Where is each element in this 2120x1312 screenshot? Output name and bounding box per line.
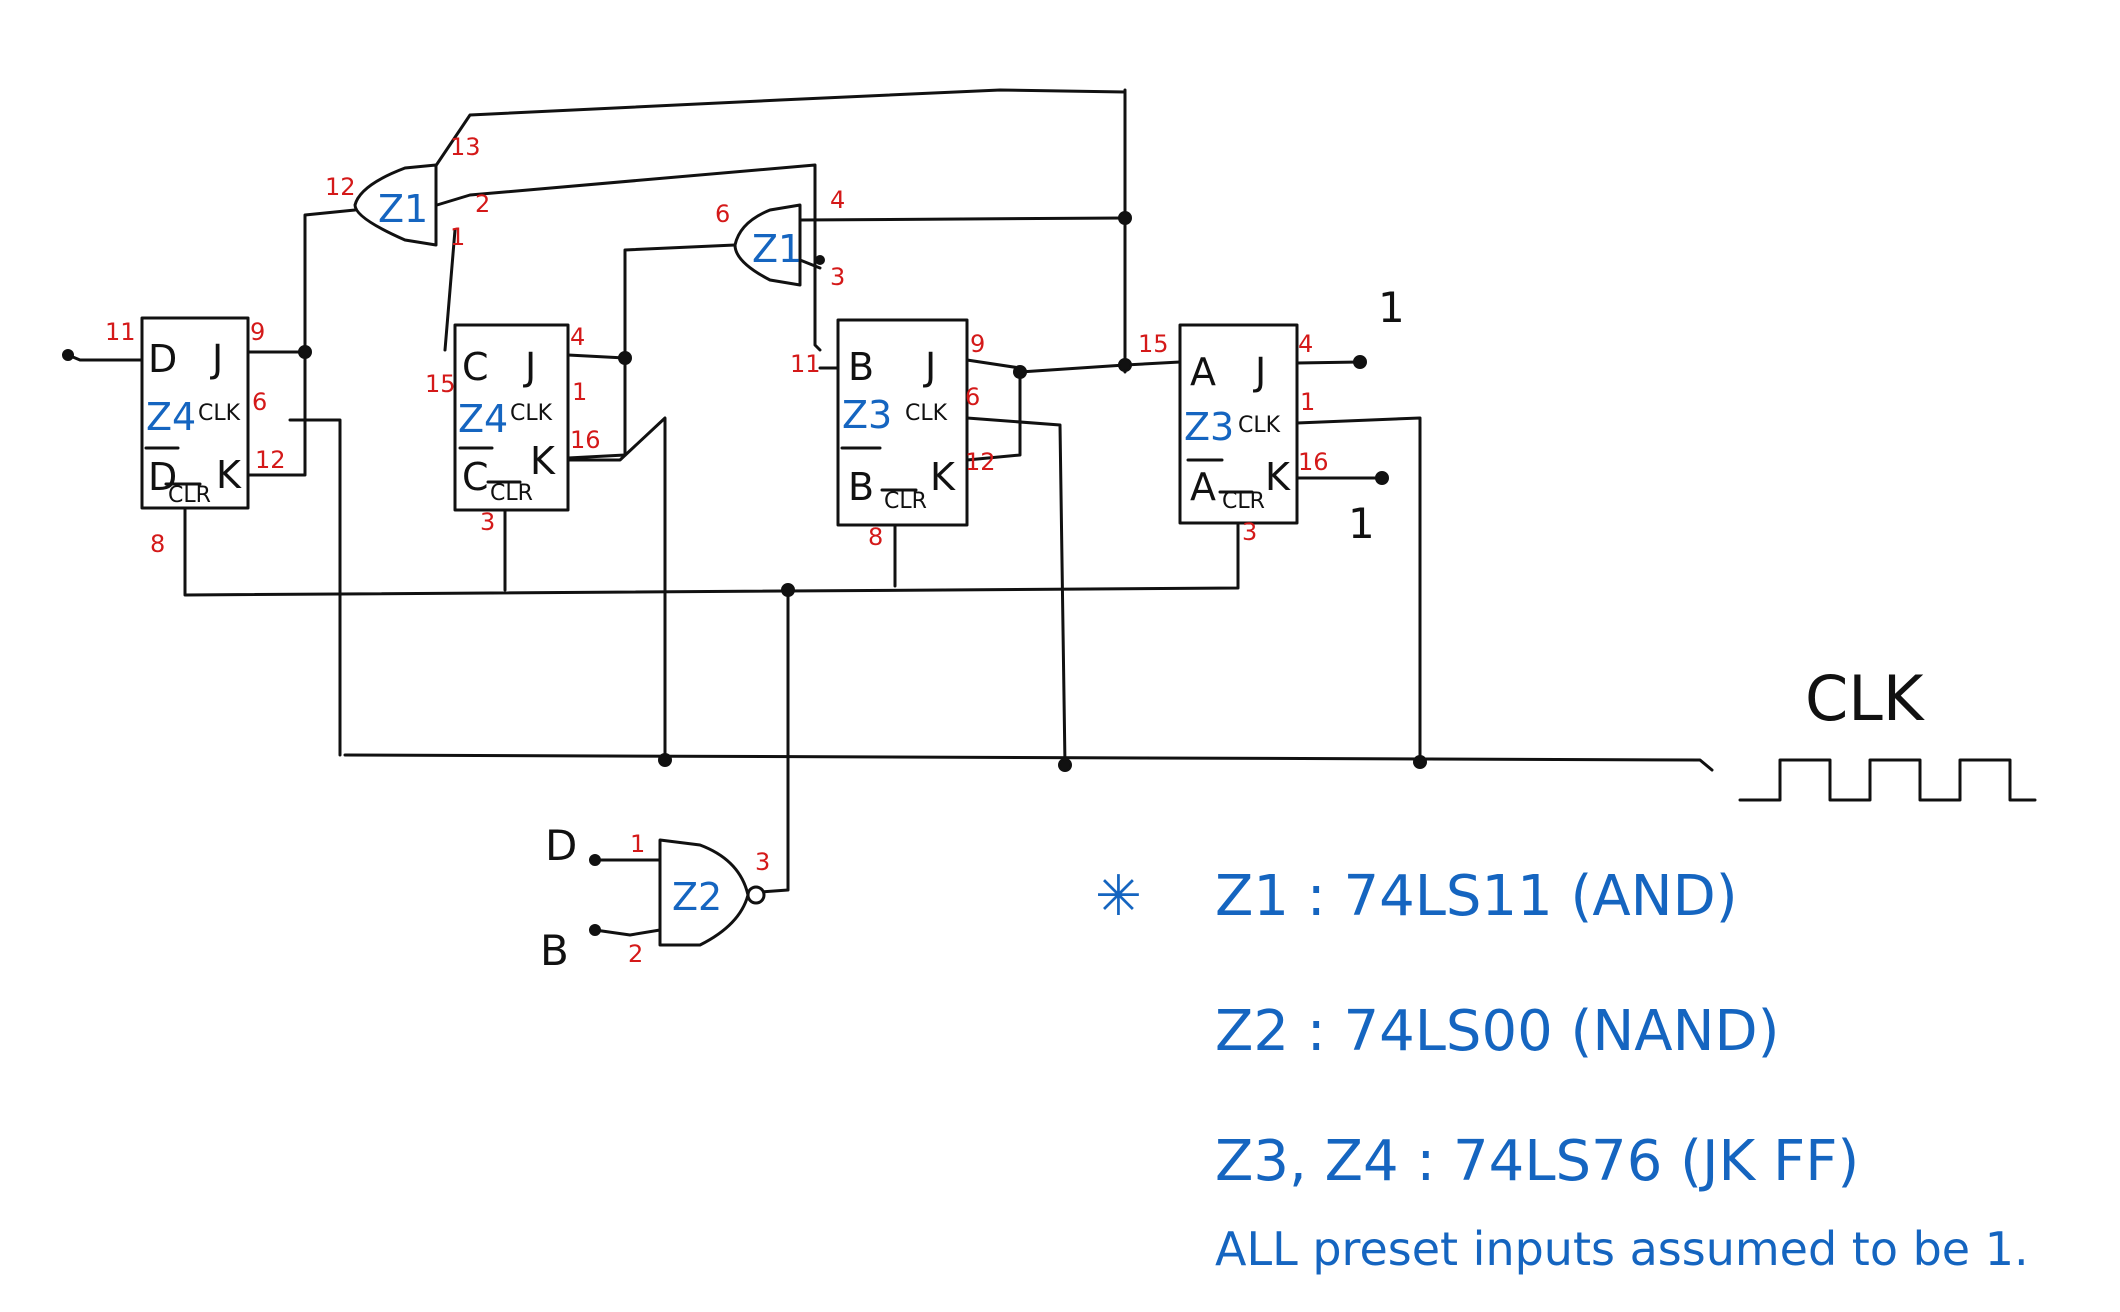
flip-flop-a: A J Z3 CLK A CLR K [1178,323,1299,525]
ff-c-chip-label: Z4 [458,397,508,441]
svg-text:15: 15 [1138,330,1169,358]
ff-b-chip-label: Z3 [842,393,892,437]
ff-c-q-label: C [462,345,489,389]
svg-text:6: 6 [965,383,980,411]
tie-high-j-label: 1 [1378,283,1405,332]
ff-d-j-label: J [210,337,223,381]
clock-waveform [1738,758,2037,802]
wires [66,88,1714,937]
and-gate-z1-mid: Z1 [733,203,802,287]
flip-flop-c: C J Z4 CLK C CLR K [453,323,570,512]
junction-nodes [62,211,1427,936]
ff-c-qbar-label: C [462,455,489,499]
ff-d-clk-label: CLK [198,401,241,426]
flip-flop-d: D J Z4 CLK D CLR K [140,316,250,510]
ff-d-clr-label: CLR [168,483,211,508]
svg-text:6: 6 [252,388,267,416]
svg-text:16: 16 [1298,448,1329,476]
nand-chip-label: Z2 [672,875,722,919]
note-line-z1: Z1 : 74LS11 (AND) [1215,864,1738,929]
svg-text:9: 9 [250,318,265,346]
and2-chip-label: Z1 [752,227,802,271]
notes-asterisk: ✳ [1095,864,1142,929]
ff-c-k-label: K [530,439,556,483]
svg-text:8: 8 [150,530,165,558]
svg-text:1: 1 [630,830,645,858]
svg-text:1: 1 [572,378,587,406]
note-line-z2: Z2 : 74LS00 (NAND) [1215,999,1779,1064]
ff-a-qbar-label: A [1190,465,1216,509]
and1-chip-label: Z1 [378,187,428,231]
svg-text:3: 3 [830,263,845,291]
ff-c-clr-label: CLR [490,481,533,506]
clock-source: CLK [1738,662,2037,802]
svg-text:6: 6 [715,200,730,228]
svg-text:1: 1 [450,223,465,251]
ff-c-j-label: J [523,345,536,389]
ff-a-k-label: K [1265,455,1291,499]
svg-text:1: 1 [1300,388,1315,416]
nand-gate-z2: Z2 [658,838,766,947]
ff-d-qbar-label: D [148,455,177,499]
chip-notes: ✳ Z1 : 74LS11 (AND) Z2 : 74LS00 (NAND) Z… [1095,864,2029,1276]
ff-a-q-label: A [1190,350,1216,394]
svg-text:16: 16 [570,426,601,454]
and-gate-z1-top: Z1 [353,163,438,247]
svg-text:8: 8 [868,523,883,551]
note-line-z3-z4: Z3, Z4 : 74LS76 (JK FF) [1215,1129,1859,1194]
ff-a-clk-label: CLK [1238,413,1281,438]
ff-b-qbar-label: B [848,465,874,509]
svg-text:12: 12 [965,448,996,476]
nand-input-d-label: D [545,821,577,870]
svg-text:3: 3 [1242,518,1257,546]
flip-flop-b: B J Z3 CLK B CLR K [836,318,969,527]
svg-text:3: 3 [480,508,495,536]
svg-text:4: 4 [570,323,585,351]
ff-b-j-label: J [923,345,936,389]
ff-b-clr-label: CLR [884,489,927,514]
tie-high-k-label: 1 [1348,499,1375,548]
ff-a-chip-label: Z3 [1184,405,1234,449]
pin-numbers: 11 9 6 12 8 15 4 1 16 3 11 9 6 12 8 15 4… [105,133,1329,968]
note-footer: ALL preset inputs assumed to be 1. [1215,1222,2029,1276]
svg-text:13: 13 [450,133,481,161]
ff-b-q-label: B [848,345,874,389]
svg-text:11: 11 [105,318,136,346]
nand-input-b-label: B [540,926,569,975]
ff-c-clk-label: CLK [510,401,553,426]
ff-d-q-label: D [148,337,177,381]
svg-text:9: 9 [970,330,985,358]
svg-text:2: 2 [628,940,643,968]
svg-text:2: 2 [475,190,490,218]
svg-text:4: 4 [830,186,845,214]
svg-text:12: 12 [255,446,286,474]
svg-text:4: 4 [1298,330,1313,358]
ff-b-k-label: K [930,455,956,499]
ff-a-j-label: J [1253,350,1266,394]
svg-text:11: 11 [790,350,821,378]
clock-label: CLK [1805,662,1925,735]
ff-d-k-label: K [216,453,242,497]
svg-text:15: 15 [425,370,456,398]
ff-b-clk-label: CLK [905,401,948,426]
svg-text:3: 3 [755,848,770,876]
svg-text:12: 12 [325,173,356,201]
ff-d-chip-label: Z4 [146,395,196,439]
